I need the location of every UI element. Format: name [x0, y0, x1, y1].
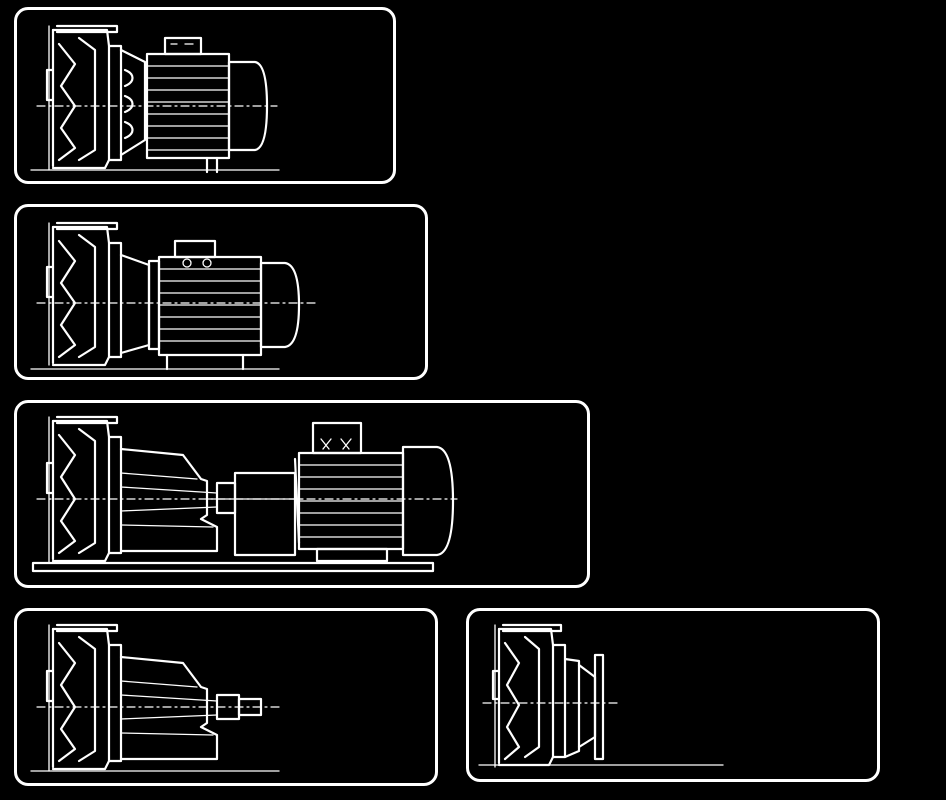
panel-flanged-adapter	[466, 608, 880, 782]
drawing-close-coupled-small	[30, 24, 280, 174]
panel-baseplate-coupled	[14, 400, 590, 588]
motor	[157, 239, 301, 371]
drawing-flanged-adapter	[478, 623, 724, 768]
motor	[293, 421, 455, 563]
bearing-frame	[119, 655, 219, 761]
drawing-baseplate-coupled	[31, 415, 458, 573]
panel-bare-shaft	[14, 608, 438, 786]
pump-casing	[491, 623, 567, 768]
drawing-close-coupled-lantern	[30, 221, 318, 371]
baseplate	[31, 561, 435, 573]
pump-casing	[45, 415, 123, 564]
pump-casing	[45, 623, 123, 772]
pump-casing	[45, 221, 123, 367]
motor	[145, 36, 269, 174]
lantern	[119, 253, 161, 355]
panel-close-coupled-lantern	[14, 204, 428, 380]
panel-close-coupled-small	[14, 7, 396, 184]
bearing-frame	[119, 447, 219, 553]
pump-casing	[45, 24, 123, 171]
drawing-bare-shaft	[30, 623, 280, 772]
coupling	[206, 471, 302, 557]
adapter	[119, 48, 147, 157]
flange-adapter	[563, 653, 605, 761]
